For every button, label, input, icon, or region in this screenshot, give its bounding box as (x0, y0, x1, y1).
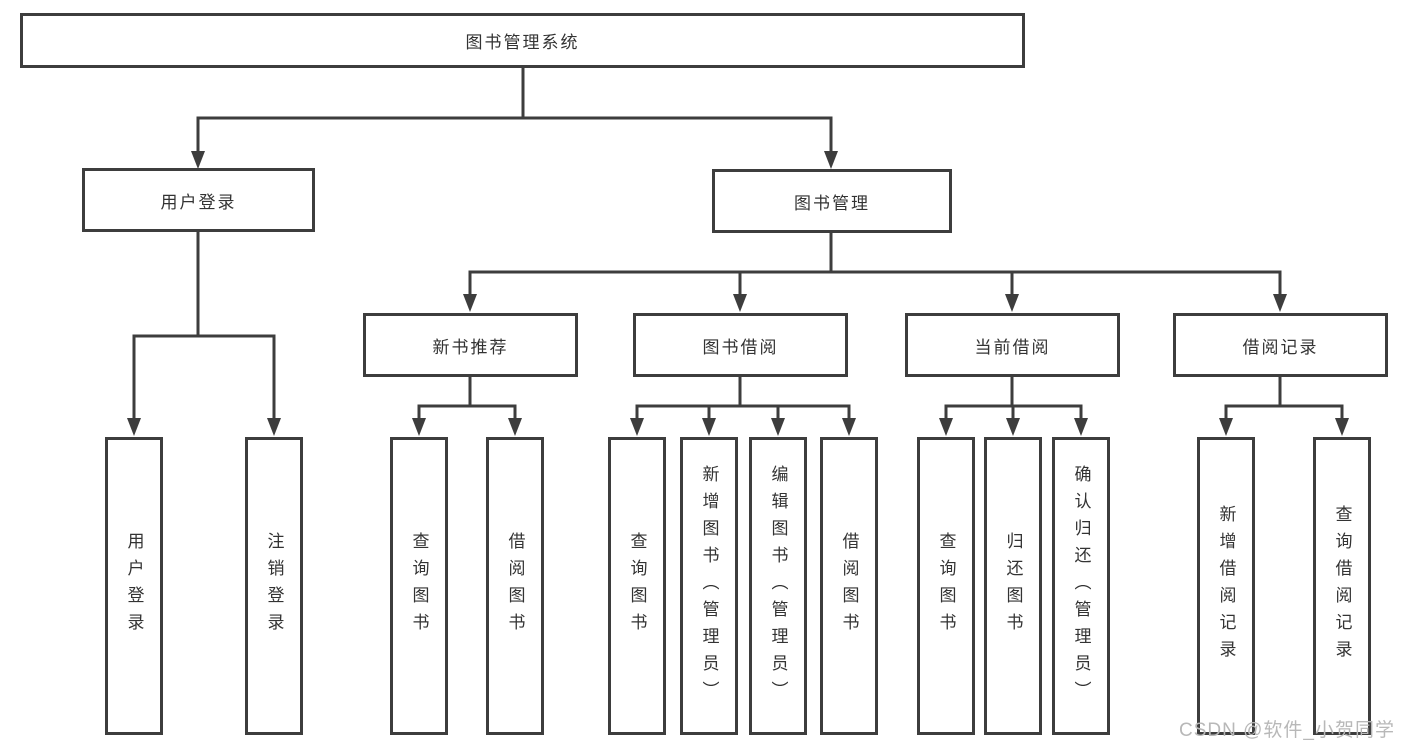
leaf-recommend-query-books: 查询图书 (390, 437, 448, 735)
leaf-current-confirm-return-admin: 确认归还（管理员） (1052, 437, 1110, 735)
connector-new-book-recommend-to-leaves (412, 377, 522, 436)
node-book-borrow-label: 图书借阅 (702, 337, 779, 357)
node-current-borrow-label: 当前借阅 (974, 337, 1051, 357)
leaf-records-query-record-label: 查询借阅记录 (1332, 505, 1352, 667)
connector-user-login-to-leaves (127, 232, 281, 436)
node-new-book-recommend: 新书推荐 (363, 313, 578, 377)
node-book-borrow: 图书借阅 (633, 313, 848, 377)
leaf-borrow-add-books-admin-label: 新增图书（管理员） (699, 464, 719, 708)
leaf-records-add-record: 新增借阅记录 (1197, 437, 1255, 735)
leaf-logout-label: 注销登录 (264, 532, 284, 640)
leaf-recommend-borrow-books: 借阅图书 (486, 437, 544, 735)
leaf-current-confirm-return-admin-label: 确认归还（管理员） (1071, 464, 1091, 708)
connector-current-borrow-to-leaves (939, 377, 1088, 436)
node-user-login-label: 用户登录 (160, 192, 237, 212)
watermark: CSDN @软件_小贺同学 (1179, 720, 1395, 741)
leaf-borrow-borrow-books-label: 借阅图书 (839, 532, 859, 640)
node-new-book-recommend-label: 新书推荐 (432, 337, 509, 357)
leaf-borrow-query-books-label: 查询图书 (627, 532, 647, 640)
leaf-current-return-books-label: 归还图书 (1003, 532, 1023, 640)
node-borrow-records-label: 借阅记录 (1242, 337, 1319, 357)
leaf-borrow-query-books: 查询图书 (608, 437, 666, 735)
leaf-borrow-edit-books-admin: 编辑图书（管理员） (749, 437, 807, 735)
leaf-current-return-books: 归还图书 (984, 437, 1042, 735)
node-user-login: 用户登录 (82, 168, 315, 232)
leaf-borrow-add-books-admin: 新增图书（管理员） (680, 437, 738, 735)
connector-book-management-to-level3 (463, 233, 1287, 312)
node-book-management-label: 图书管理 (794, 193, 870, 213)
node-root-label: 图书管理系统 (465, 33, 580, 52)
leaf-logout: 注销登录 (245, 437, 303, 735)
leaf-current-query-books: 查询图书 (917, 437, 975, 735)
connector-borrow-records-to-leaves (1219, 377, 1349, 436)
leaf-recommend-borrow-books-label: 借阅图书 (505, 532, 525, 640)
node-root: 图书管理系统 (20, 13, 1025, 68)
leaf-records-query-record: 查询借阅记录 (1313, 437, 1371, 735)
connector-root-to-level2 (191, 68, 838, 169)
leaf-user-login: 用户登录 (105, 437, 163, 735)
node-current-borrow: 当前借阅 (905, 313, 1120, 377)
node-borrow-records: 借阅记录 (1173, 313, 1388, 377)
node-book-management: 图书管理 (712, 169, 952, 233)
connector-book-borrow-to-leaves (630, 377, 856, 436)
leaf-recommend-query-books-label: 查询图书 (409, 532, 429, 640)
leaf-borrow-borrow-books: 借阅图书 (820, 437, 878, 735)
leaf-records-add-record-label: 新增借阅记录 (1216, 505, 1236, 667)
leaf-borrow-edit-books-admin-label: 编辑图书（管理员） (768, 464, 788, 708)
leaf-current-query-books-label: 查询图书 (936, 532, 956, 640)
leaf-user-login-label: 用户登录 (124, 532, 144, 640)
